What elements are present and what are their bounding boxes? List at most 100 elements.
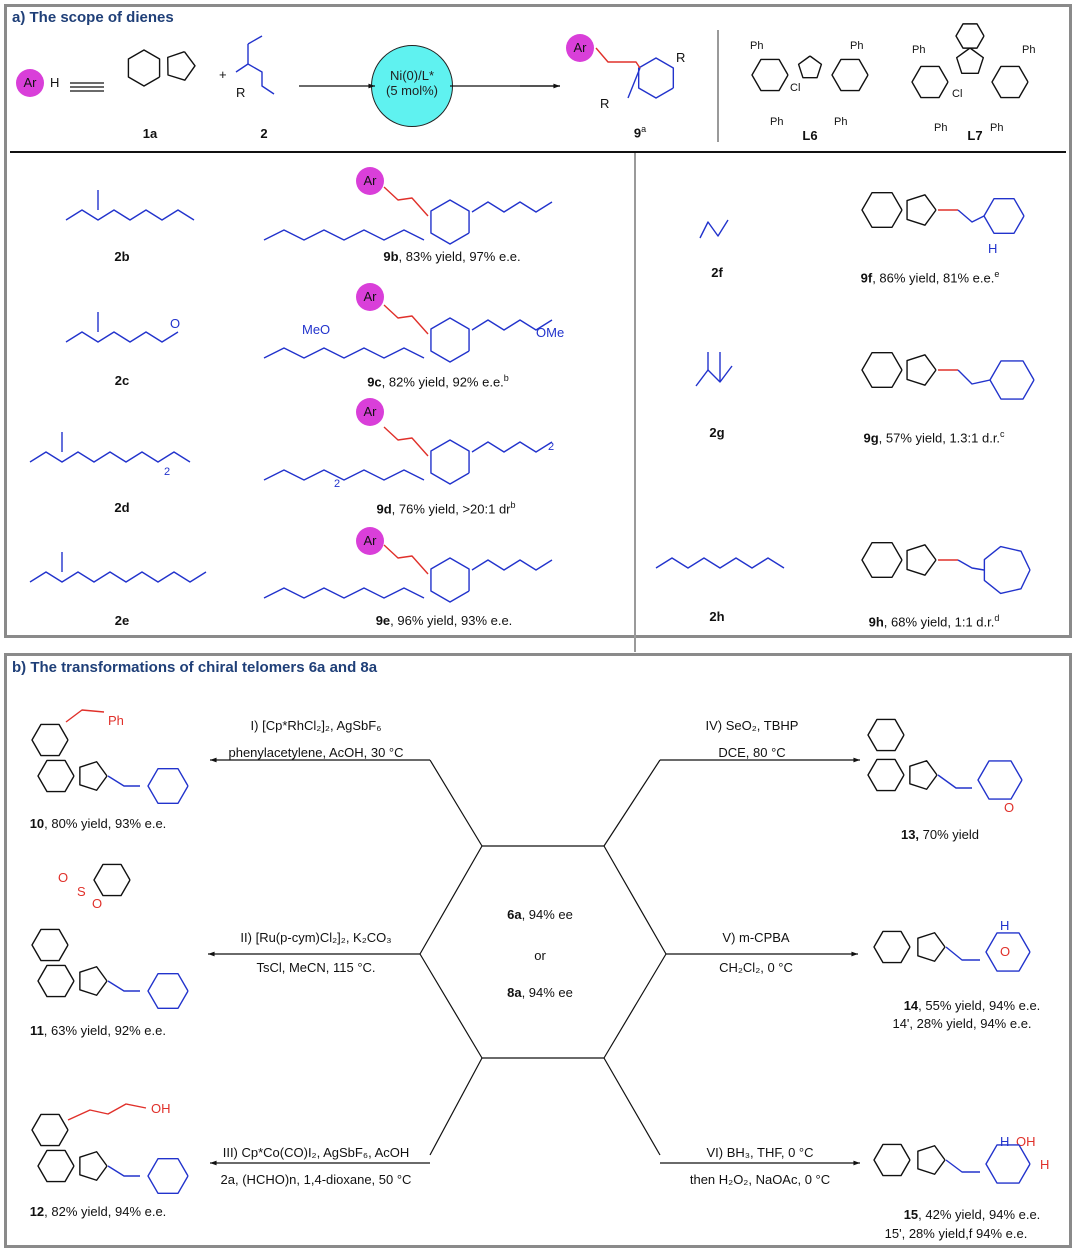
purine-9h-five [906, 544, 937, 576]
diene-2c [65, 331, 179, 343]
11-o-label2: O [92, 896, 103, 911]
cond-V-top: V) m-CPBA [722, 930, 790, 945]
product-9f-ring [983, 197, 1025, 235]
product-9e-tail-right [471, 559, 553, 571]
cond-I-top: I) [Cp*RhCl₂]₂, AgSbF₆ [250, 718, 382, 733]
result-9d: 9d, 76% yield, >20:1 drb [376, 500, 516, 517]
14-chain [945, 946, 980, 961]
ar-circle-9d: Ar [356, 398, 384, 426]
result-9b: 9b, 83% yield, 97% e.e. [383, 249, 521, 264]
l6-ph-2: Ph [850, 40, 864, 52]
15-h2-label: H [1040, 1157, 1050, 1172]
header-divider [10, 151, 1066, 153]
13-ring [977, 760, 1023, 800]
result-15p: 15', 28% yield,f 94% e.e. [884, 1226, 1028, 1241]
result-9g: 9g, 57% yield, 1.3:1 d.r.c [863, 429, 1005, 446]
result-9e: 9e, 96% yield, 93% e.e. [375, 613, 513, 628]
9d-sub-right: 2 [548, 441, 555, 453]
hex-link-III [429, 1057, 483, 1156]
purine-9g-six [861, 351, 903, 389]
product-9b-tail-left [263, 229, 425, 241]
purine-9h-six [861, 541, 903, 579]
center-line3: 8a, 94% ee [507, 985, 573, 1000]
diene-2f [699, 219, 729, 239]
label-2d: 2d [114, 500, 130, 515]
cond-II-bottom: TsCl, MeCN, 115 °C. [256, 960, 376, 975]
13-phenyl [867, 718, 905, 752]
9f-h-label: H [988, 241, 998, 256]
product9-r2-label: R [600, 96, 610, 111]
15-chain [945, 1159, 980, 1173]
l7-cl: Cl [952, 88, 963, 100]
center-or: or [534, 948, 546, 963]
13-imidazole [909, 760, 938, 790]
arrow-I-head [210, 757, 217, 763]
cyclohexene-10 [147, 767, 189, 805]
label-2b: 2b [114, 249, 130, 264]
diene-2h [655, 557, 785, 569]
result-10: 10, 80% yield, 93% e.e. [29, 816, 167, 831]
chain-11 [107, 980, 140, 992]
product9-r-label: R [676, 50, 686, 65]
arrow-VI-head [853, 1160, 860, 1166]
product-9h-chain [957, 559, 985, 571]
ar-circle: Ar [16, 69, 44, 97]
catalyst-line2: (5 mol%) [385, 83, 438, 98]
product-9b-tail-right [471, 201, 553, 213]
ar-circle-9b: Ar [356, 167, 384, 195]
chain-12 [107, 1165, 140, 1177]
arrow-to-catalyst-head [368, 83, 375, 89]
11-s-label: S [77, 884, 86, 899]
11-o-label1: O [58, 870, 69, 885]
cyclohexene-12 [147, 1157, 189, 1195]
product-9c-tail-left [263, 347, 425, 359]
plus-sign: + [219, 67, 227, 82]
15-ring [985, 1144, 1031, 1184]
product-9c-linker [383, 304, 429, 335]
hex-link-IV [603, 759, 661, 847]
result-14: 14, 55% yield, 94% e.e. [903, 998, 1041, 1013]
label-2f: 2f [711, 265, 723, 280]
product-9g-chain [957, 369, 991, 385]
13-o-label: O [1004, 800, 1015, 815]
cond-V-bottom: CH₂Cl₂, 0 °C [719, 960, 793, 975]
l6-aryl-left [751, 58, 789, 92]
ar-circle-9: Ar [566, 34, 594, 62]
14-benzo [873, 930, 911, 964]
purine-9f-six [861, 191, 903, 229]
product-9f-chain [957, 209, 985, 223]
9d-sub-left: 2 [334, 478, 341, 490]
aryl-12 [31, 1113, 69, 1147]
cond-III-bottom: 2a, (HCHO)n, 1,4-dioxane, 50 °C [220, 1172, 412, 1187]
product-9h-ring [983, 545, 1031, 595]
12-oh-label: OH [151, 1101, 171, 1116]
result-9h: 9h, 68% yield, 1:1 d.r.d [868, 613, 1000, 630]
15-benzo [873, 1143, 911, 1177]
product-9c-ring [430, 317, 470, 363]
column-divider [634, 153, 636, 652]
result-11: 11, 63% yield, 92% e.e. [30, 1023, 166, 1038]
result-9f: 9f, 86% yield, 81% e.e.e [860, 269, 1000, 286]
result-13: 13, 70% yield [900, 827, 980, 842]
imidazole-12 [79, 1151, 108, 1181]
catalyst-line1: Ni(0)/L* [389, 68, 435, 83]
label-l7: L7 [967, 128, 983, 143]
ome-label: OMe [536, 325, 565, 340]
l7-imidazolium [955, 47, 985, 75]
cyclohexene-11 [147, 972, 189, 1010]
l6-ph-4: Ph [834, 116, 848, 128]
panel-b-title: b) The transformations of chiral telomer… [12, 659, 378, 676]
14-imidazole [917, 932, 946, 962]
diene-2e [29, 571, 207, 583]
15-imidazole [917, 1145, 946, 1175]
15-h1-label: H [1000, 1134, 1010, 1149]
l6-cl: Cl [790, 82, 801, 94]
panel-a [4, 4, 1072, 638]
aryl-10 [31, 723, 69, 757]
diene-r-label: R [236, 85, 246, 100]
meo-label: MeO [302, 322, 331, 337]
arrow-IV-head [853, 757, 860, 763]
14-o-label: O [1000, 944, 1011, 959]
product-9b-ring [430, 199, 470, 245]
